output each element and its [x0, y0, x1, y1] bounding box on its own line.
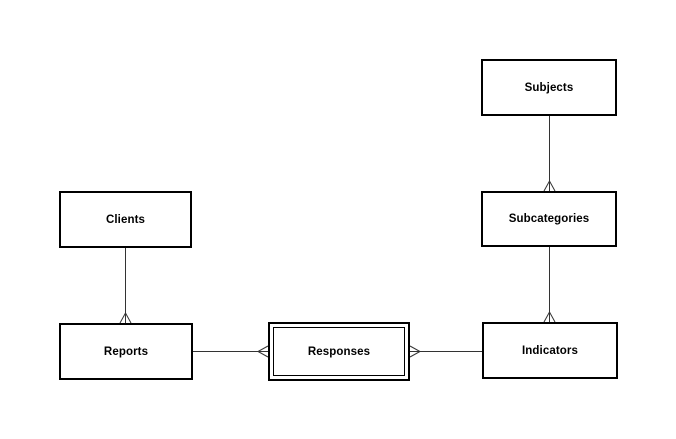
connector-indicators-responses[interactable] — [409, 345, 482, 358]
entity-subjects-label: Subjects — [524, 81, 574, 94]
crows-foot-icon — [119, 311, 132, 324]
crows-foot-icon — [543, 310, 556, 323]
connector-subcategories-indicators[interactable] — [543, 247, 556, 323]
crows-foot-icon — [409, 345, 422, 358]
entity-subcategories-label: Subcategories — [508, 213, 590, 225]
entity-reports-label: Reports — [103, 345, 149, 358]
connector-subjects-subcategories[interactable] — [543, 116, 556, 192]
entity-indicators-label: Indicators — [522, 344, 578, 357]
connector-reports-responses[interactable] — [193, 345, 269, 358]
entity-subjects[interactable]: Subjects — [481, 59, 617, 116]
crows-foot-icon — [543, 179, 556, 192]
entity-responses-label: Responses — [307, 345, 371, 358]
entity-responses[interactable]: Responses — [268, 322, 410, 381]
entity-responses-inner-border: Responses — [273, 327, 405, 376]
crows-foot-icon — [256, 345, 269, 358]
entity-subcategories[interactable]: Subcategories — [481, 191, 617, 247]
entity-indicators[interactable]: Indicators — [482, 322, 618, 379]
entity-reports[interactable]: Reports — [59, 323, 193, 380]
connector-clients-reports[interactable] — [119, 248, 132, 324]
entity-clients[interactable]: Clients — [59, 191, 192, 248]
entity-clients-label: Clients — [105, 213, 146, 226]
